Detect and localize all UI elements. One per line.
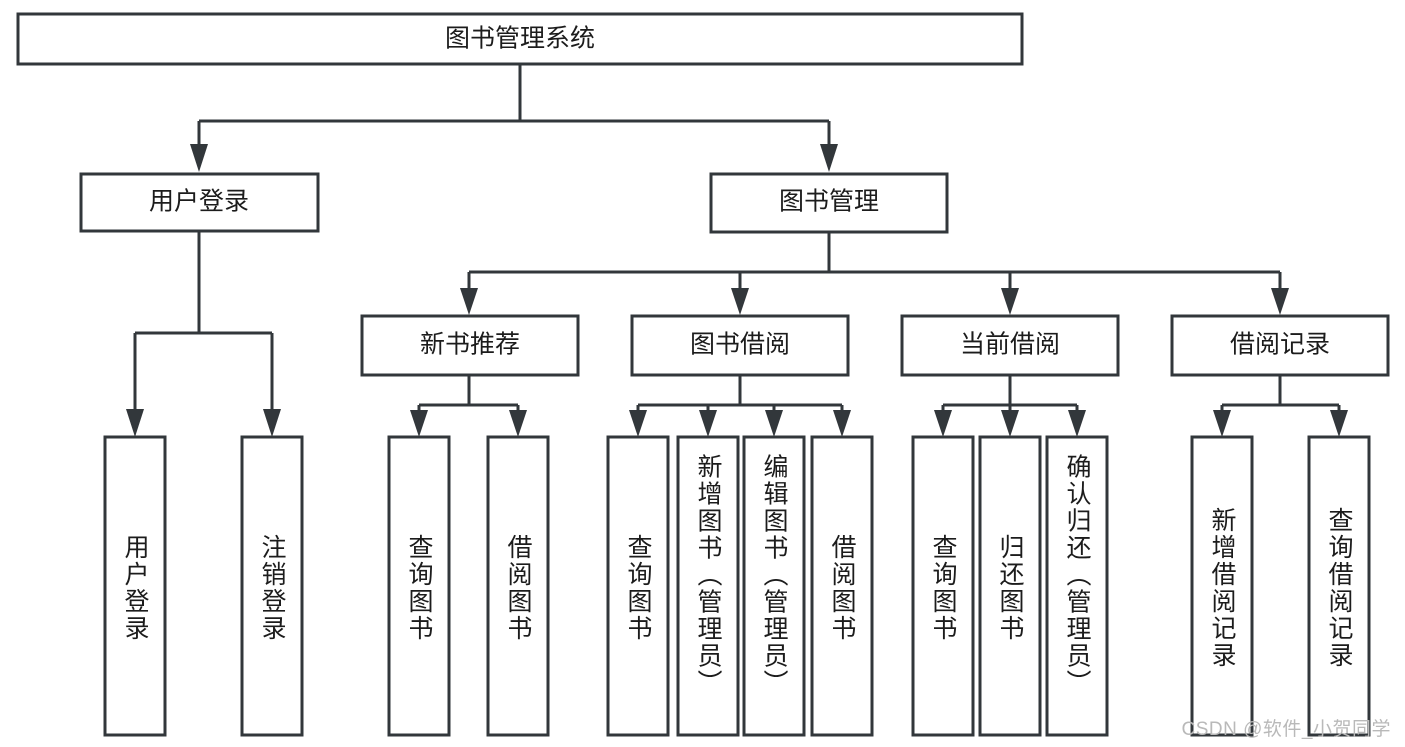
connector-group-root xyxy=(190,64,838,172)
arrow-head-userlogin-leaf1 xyxy=(126,409,144,437)
leaf-book-borrow-3-box[interactable] xyxy=(742,435,806,737)
arrow-head-currentborrow-l1 xyxy=(934,410,952,437)
node-new-book-recommend-label: 新书推荐 xyxy=(420,331,520,359)
arrow-head-bookmgmt xyxy=(820,144,838,172)
arrow-head-currentborrow xyxy=(1001,288,1019,315)
arrow-head-borrowrecord xyxy=(1271,288,1289,315)
node-book-borrow-label: 图书借阅 xyxy=(690,331,790,359)
leaf-new-book-1[interactable]: 查询图书 xyxy=(387,435,451,737)
node-root-box[interactable] xyxy=(16,12,1024,66)
arrow-head-borrowrecord-l2 xyxy=(1330,410,1348,437)
leaf-borrow-record-2-box[interactable] xyxy=(1307,435,1371,737)
node-root-label: 图书管理系统 xyxy=(445,25,595,53)
leaf-book-borrow-1[interactable]: 查询图书 xyxy=(606,435,670,737)
arrow-head-bookborrow-l3 xyxy=(765,410,783,437)
connector-group-newbook xyxy=(410,375,527,437)
arrow-head-newbook-l1 xyxy=(410,410,428,437)
leaf-user-login-2-label: 注销登录 xyxy=(258,534,287,642)
node-borrow-record-label: 借阅记录 xyxy=(1230,331,1330,359)
leaf-book-borrow-4[interactable]: 借阅图书 xyxy=(810,435,874,737)
leaf-new-book-2-box[interactable] xyxy=(486,435,550,737)
leaf-new-book-1-label: 查询图书 xyxy=(405,534,434,642)
leaf-book-borrow-4-box[interactable] xyxy=(810,435,874,737)
leaf-current-borrow-2[interactable]: 归还图书 xyxy=(978,435,1042,737)
leaf-borrow-record-1-box[interactable] xyxy=(1190,435,1254,737)
leaf-borrow-record-1[interactable]: 新增借阅记录 xyxy=(1190,435,1254,737)
node-book-management-box[interactable] xyxy=(709,172,949,234)
node-book-borrow-box[interactable] xyxy=(630,314,850,377)
leaf-current-borrow-2-label: 归还图书 xyxy=(996,534,1025,642)
arrow-head-bookborrow-l1 xyxy=(629,410,647,437)
leaf-book-borrow-2-box[interactable] xyxy=(676,435,740,737)
leaf-book-borrow-2-label: 新增图书（管理员） xyxy=(694,454,723,697)
arrow-head-newbook-l2 xyxy=(509,410,527,437)
node-borrow-record-box[interactable] xyxy=(1170,314,1390,377)
leaf-current-borrow-1-label: 查询图书 xyxy=(929,534,958,642)
arrow-head-currentborrow-l3 xyxy=(1068,410,1086,437)
leaf-user-login-1-box[interactable] xyxy=(103,435,167,737)
leaf-new-book-2[interactable]: 借阅图书 xyxy=(486,435,550,737)
arrow-head-newbook xyxy=(460,288,478,315)
node-book-management-label: 图书管理 xyxy=(779,188,879,216)
connector-group-currentborrow xyxy=(934,375,1086,437)
leaf-new-book-2-label: 借阅图书 xyxy=(504,534,533,642)
node-user-login[interactable]: 用户登录 xyxy=(79,172,320,233)
connector-group-bookmgmt xyxy=(460,232,1289,315)
leaf-book-borrow-1-box[interactable] xyxy=(606,435,670,737)
node-new-book-recommend[interactable]: 新书推荐 xyxy=(360,314,580,377)
leaf-borrow-record-1-label: 新增借阅记录 xyxy=(1208,507,1237,669)
leaf-new-book-1-box[interactable] xyxy=(387,435,451,737)
leaf-current-borrow-1[interactable]: 查询图书 xyxy=(911,435,975,737)
leaf-borrow-record-2[interactable]: 查询借阅记录 xyxy=(1307,435,1371,737)
leaf-current-borrow-3-label: 确认归还（管理员） xyxy=(1063,454,1092,697)
node-current-borrow[interactable]: 当前借阅 xyxy=(900,314,1120,377)
node-current-borrow-label: 当前借阅 xyxy=(960,331,1060,359)
connector-group-bookborrow xyxy=(629,375,851,437)
leaf-current-borrow-3[interactable]: 确认归还（管理员） xyxy=(1045,435,1109,737)
arrow-head-currentborrow-l2 xyxy=(1001,410,1019,437)
leaf-book-borrow-2[interactable]: 新增图书（管理员） xyxy=(676,435,740,737)
leaf-current-borrow-1-box[interactable] xyxy=(911,435,975,737)
arrow-head-bookborrow-l4 xyxy=(833,410,851,437)
node-user-login-box[interactable] xyxy=(79,172,320,233)
leaf-user-login-1-label: 用户登录 xyxy=(121,534,150,642)
leaf-user-login-1[interactable]: 用户登录 xyxy=(103,435,167,737)
arrow-head-bookborrow xyxy=(731,288,749,315)
connector-group-borrowrecord xyxy=(1213,375,1348,437)
node-book-management[interactable]: 图书管理 xyxy=(709,172,949,234)
arrow-head-borrowrecord-l1 xyxy=(1213,410,1231,437)
arrow-head-userlogin-leaf2 xyxy=(263,409,281,437)
connector-group-userlogin xyxy=(126,231,281,437)
arrow-head-userlogin xyxy=(190,144,208,172)
leaf-book-borrow-3-label: 编辑图书（管理员） xyxy=(760,454,789,697)
node-new-book-recommend-box[interactable] xyxy=(360,314,580,377)
leaf-current-borrow-2-box[interactable] xyxy=(978,435,1042,737)
node-book-borrow[interactable]: 图书借阅 xyxy=(630,314,850,377)
leaf-borrow-record-2-label: 查询借阅记录 xyxy=(1325,507,1354,669)
leaf-book-borrow-1-label: 查询图书 xyxy=(624,534,653,642)
arrow-head-bookborrow-l2 xyxy=(699,410,717,437)
csdn-watermark: CSDN @软件_小贺同学 xyxy=(1181,719,1391,740)
node-borrow-record[interactable]: 借阅记录 xyxy=(1170,314,1390,377)
node-root-system[interactable]: 图书管理系统 xyxy=(16,12,1024,66)
leaf-user-login-2[interactable]: 注销登录 xyxy=(240,435,304,737)
node-user-login-label: 用户登录 xyxy=(149,188,249,216)
leaf-user-login-2-box[interactable] xyxy=(240,435,304,737)
node-current-borrow-box[interactable] xyxy=(900,314,1120,377)
leaf-current-borrow-3-box[interactable] xyxy=(1045,435,1109,737)
leaf-book-borrow-4-label: 借阅图书 xyxy=(828,534,857,642)
leaf-book-borrow-3[interactable]: 编辑图书（管理员） xyxy=(742,435,806,737)
